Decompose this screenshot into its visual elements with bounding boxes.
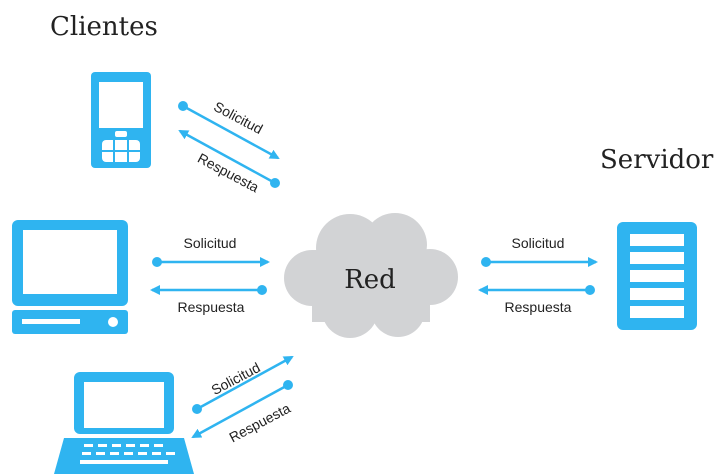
desktop-response-arrow xyxy=(150,285,267,295)
phone-request-arrow xyxy=(178,101,280,160)
laptop-response-arrow xyxy=(191,380,293,439)
server-request-label: Solicitud xyxy=(512,235,565,251)
network-label: Red xyxy=(344,265,396,295)
phone-request-label: Solicitud xyxy=(211,98,265,137)
clients-title: Clientes xyxy=(50,12,158,42)
phone-response-arrow xyxy=(178,129,280,188)
server-response-arrow xyxy=(478,285,595,295)
server-response-label: Respuesta xyxy=(505,299,572,315)
server-title: Servidor xyxy=(600,145,714,175)
server-icon xyxy=(617,222,697,330)
laptop-request-arrow xyxy=(192,355,294,414)
mobile-phone-icon xyxy=(91,72,151,168)
cloud-icon xyxy=(284,213,458,338)
desktop-request-label: Solicitud xyxy=(184,235,237,251)
laptop-icon xyxy=(54,372,194,474)
laptop-response-label: Respuesta xyxy=(226,400,293,446)
desktop-computer-icon xyxy=(12,220,128,334)
desktop-response-label: Respuesta xyxy=(178,299,245,315)
server-request-arrow xyxy=(481,257,598,267)
desktop-request-arrow xyxy=(152,257,270,267)
